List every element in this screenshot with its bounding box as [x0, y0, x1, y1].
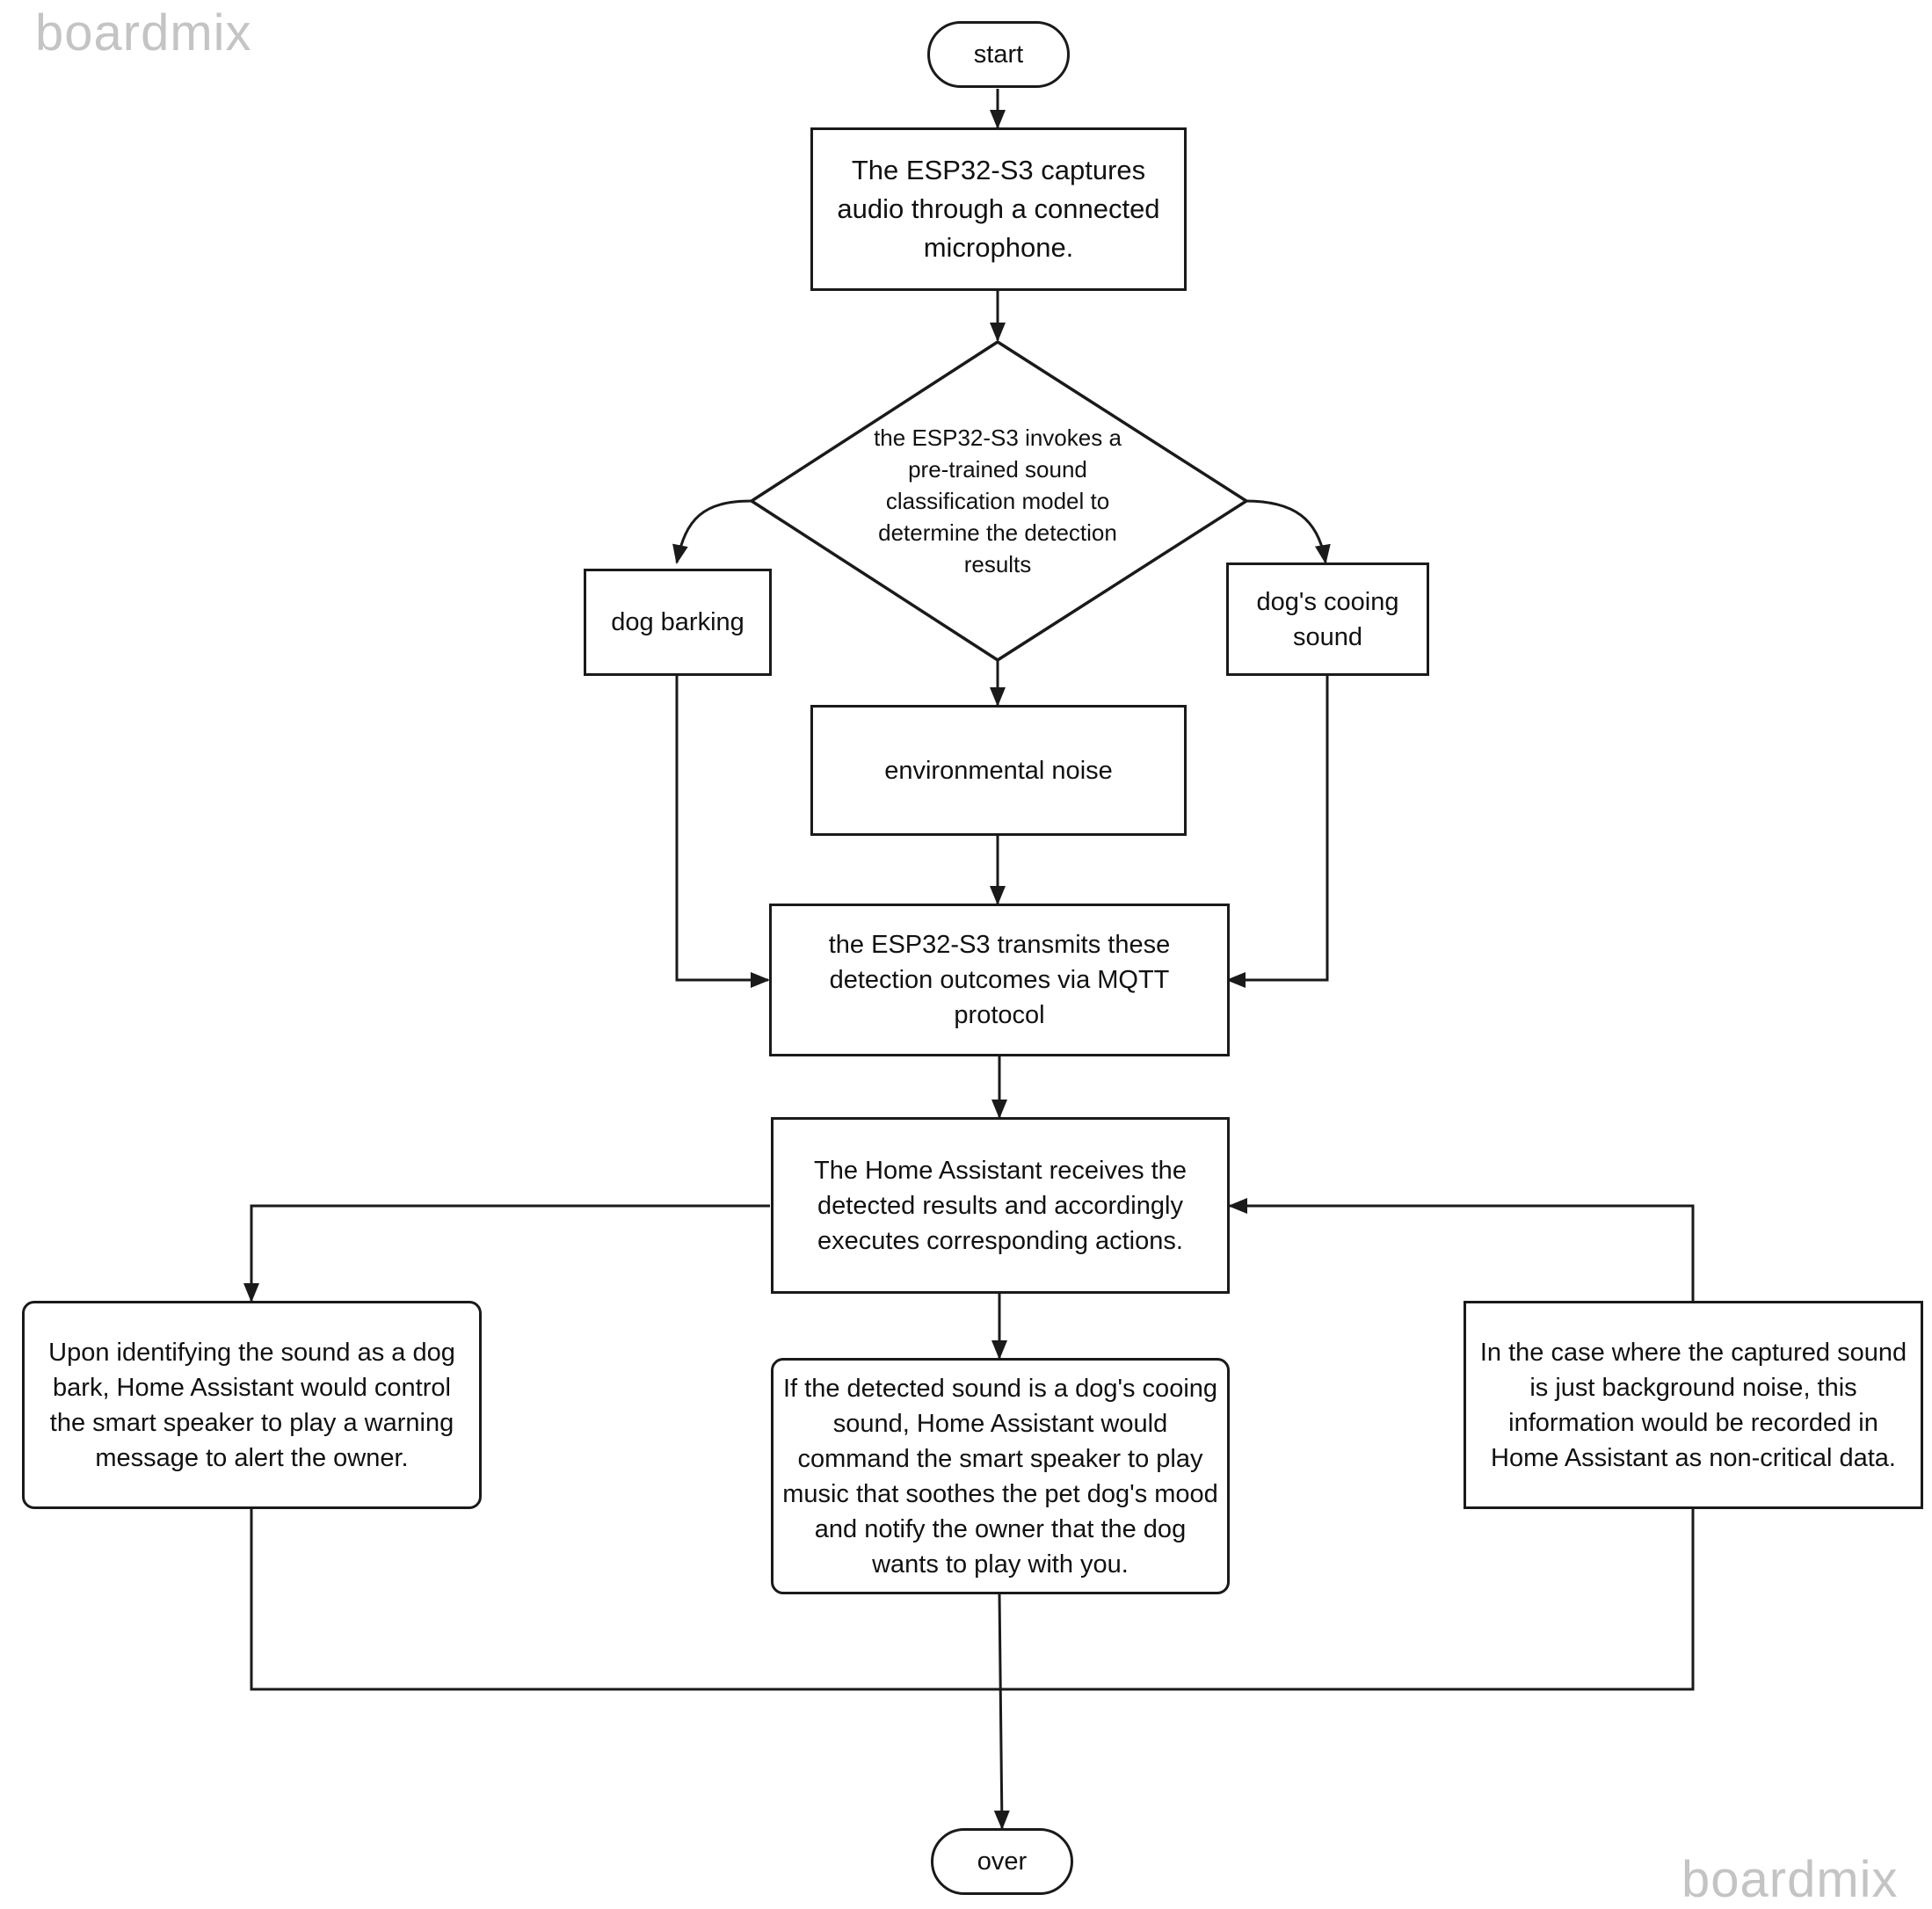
bark-action-label: Upon identifying the sound as a dog bark… — [48, 1338, 455, 1472]
connector-noise-action-to-home-assistant — [1228, 1198, 1695, 1301]
connector-dog-barking-to-transmit — [675, 676, 770, 988]
capture-audio-label: The ESP32-S3 captures audio through a co… — [837, 155, 1160, 263]
over-label: over — [977, 1847, 1028, 1876]
cooing-action-label: If the detected sound is a dog's cooing … — [782, 1374, 1218, 1579]
over-terminal: over — [931, 1828, 1073, 1895]
connector-decision-to-dog-cooing — [1245, 499, 1331, 564]
bark-action-box: Upon identifying the sound as a dog bark… — [22, 1301, 482, 1509]
noise-action-box: In the case where the captured sound is … — [1464, 1301, 1923, 1509]
connector-cooing-action-to-over — [993, 1593, 1010, 1830]
watermark-bottom-right-text: boardmix — [1681, 1851, 1899, 1908]
connector-decision-to-dog-barking — [672, 499, 752, 564]
dog-cooing-box: dog's cooing sound — [1226, 563, 1429, 676]
connector-dog-cooing-to-transmit — [1226, 676, 1329, 988]
connector-home-assistant-to-bark-action — [243, 1204, 770, 1303]
noise-action-label: In the case where the captured sound is … — [1479, 1338, 1907, 1472]
dog-barking-box: dog barking — [584, 569, 772, 676]
home-assistant-box: The Home Assistant receives the detected… — [771, 1117, 1230, 1294]
start-label: start — [973, 40, 1024, 69]
start-terminal: start — [927, 21, 1070, 88]
cooing-action-box: If the detected sound is a dog's cooing … — [771, 1358, 1230, 1594]
home-assistant-label: The Home Assistant receives the detected… — [814, 1156, 1187, 1255]
dog-cooing-label: dog's cooing sound — [1256, 587, 1399, 651]
environmental-noise-label: environmental noise — [884, 756, 1113, 785]
decision-label-area: the ESP32-S3 invokes a pre-trained sound… — [861, 413, 1134, 589]
watermark-top-left-text: boardmix — [35, 4, 252, 62]
transmit-mqtt-label: the ESP32-S3 transmits these detection o… — [828, 931, 1171, 1029]
dog-barking-label: dog barking — [611, 608, 744, 636]
watermark-bottom-right: boardmix — [1681, 1850, 1899, 1909]
watermark-top-left: boardmix — [35, 4, 252, 62]
capture-audio-box: The ESP32-S3 captures audio through a co… — [810, 127, 1187, 291]
environmental-noise-box: environmental noise — [810, 705, 1187, 836]
decision-diamond — [748, 339, 1250, 663]
connector-bark-action-to-merge — [250, 1509, 1695, 1691]
decision-label: the ESP32-S3 invokes a pre-trained sound… — [874, 425, 1122, 577]
transmit-mqtt-box: the ESP32-S3 transmits these detection o… — [769, 904, 1230, 1056]
